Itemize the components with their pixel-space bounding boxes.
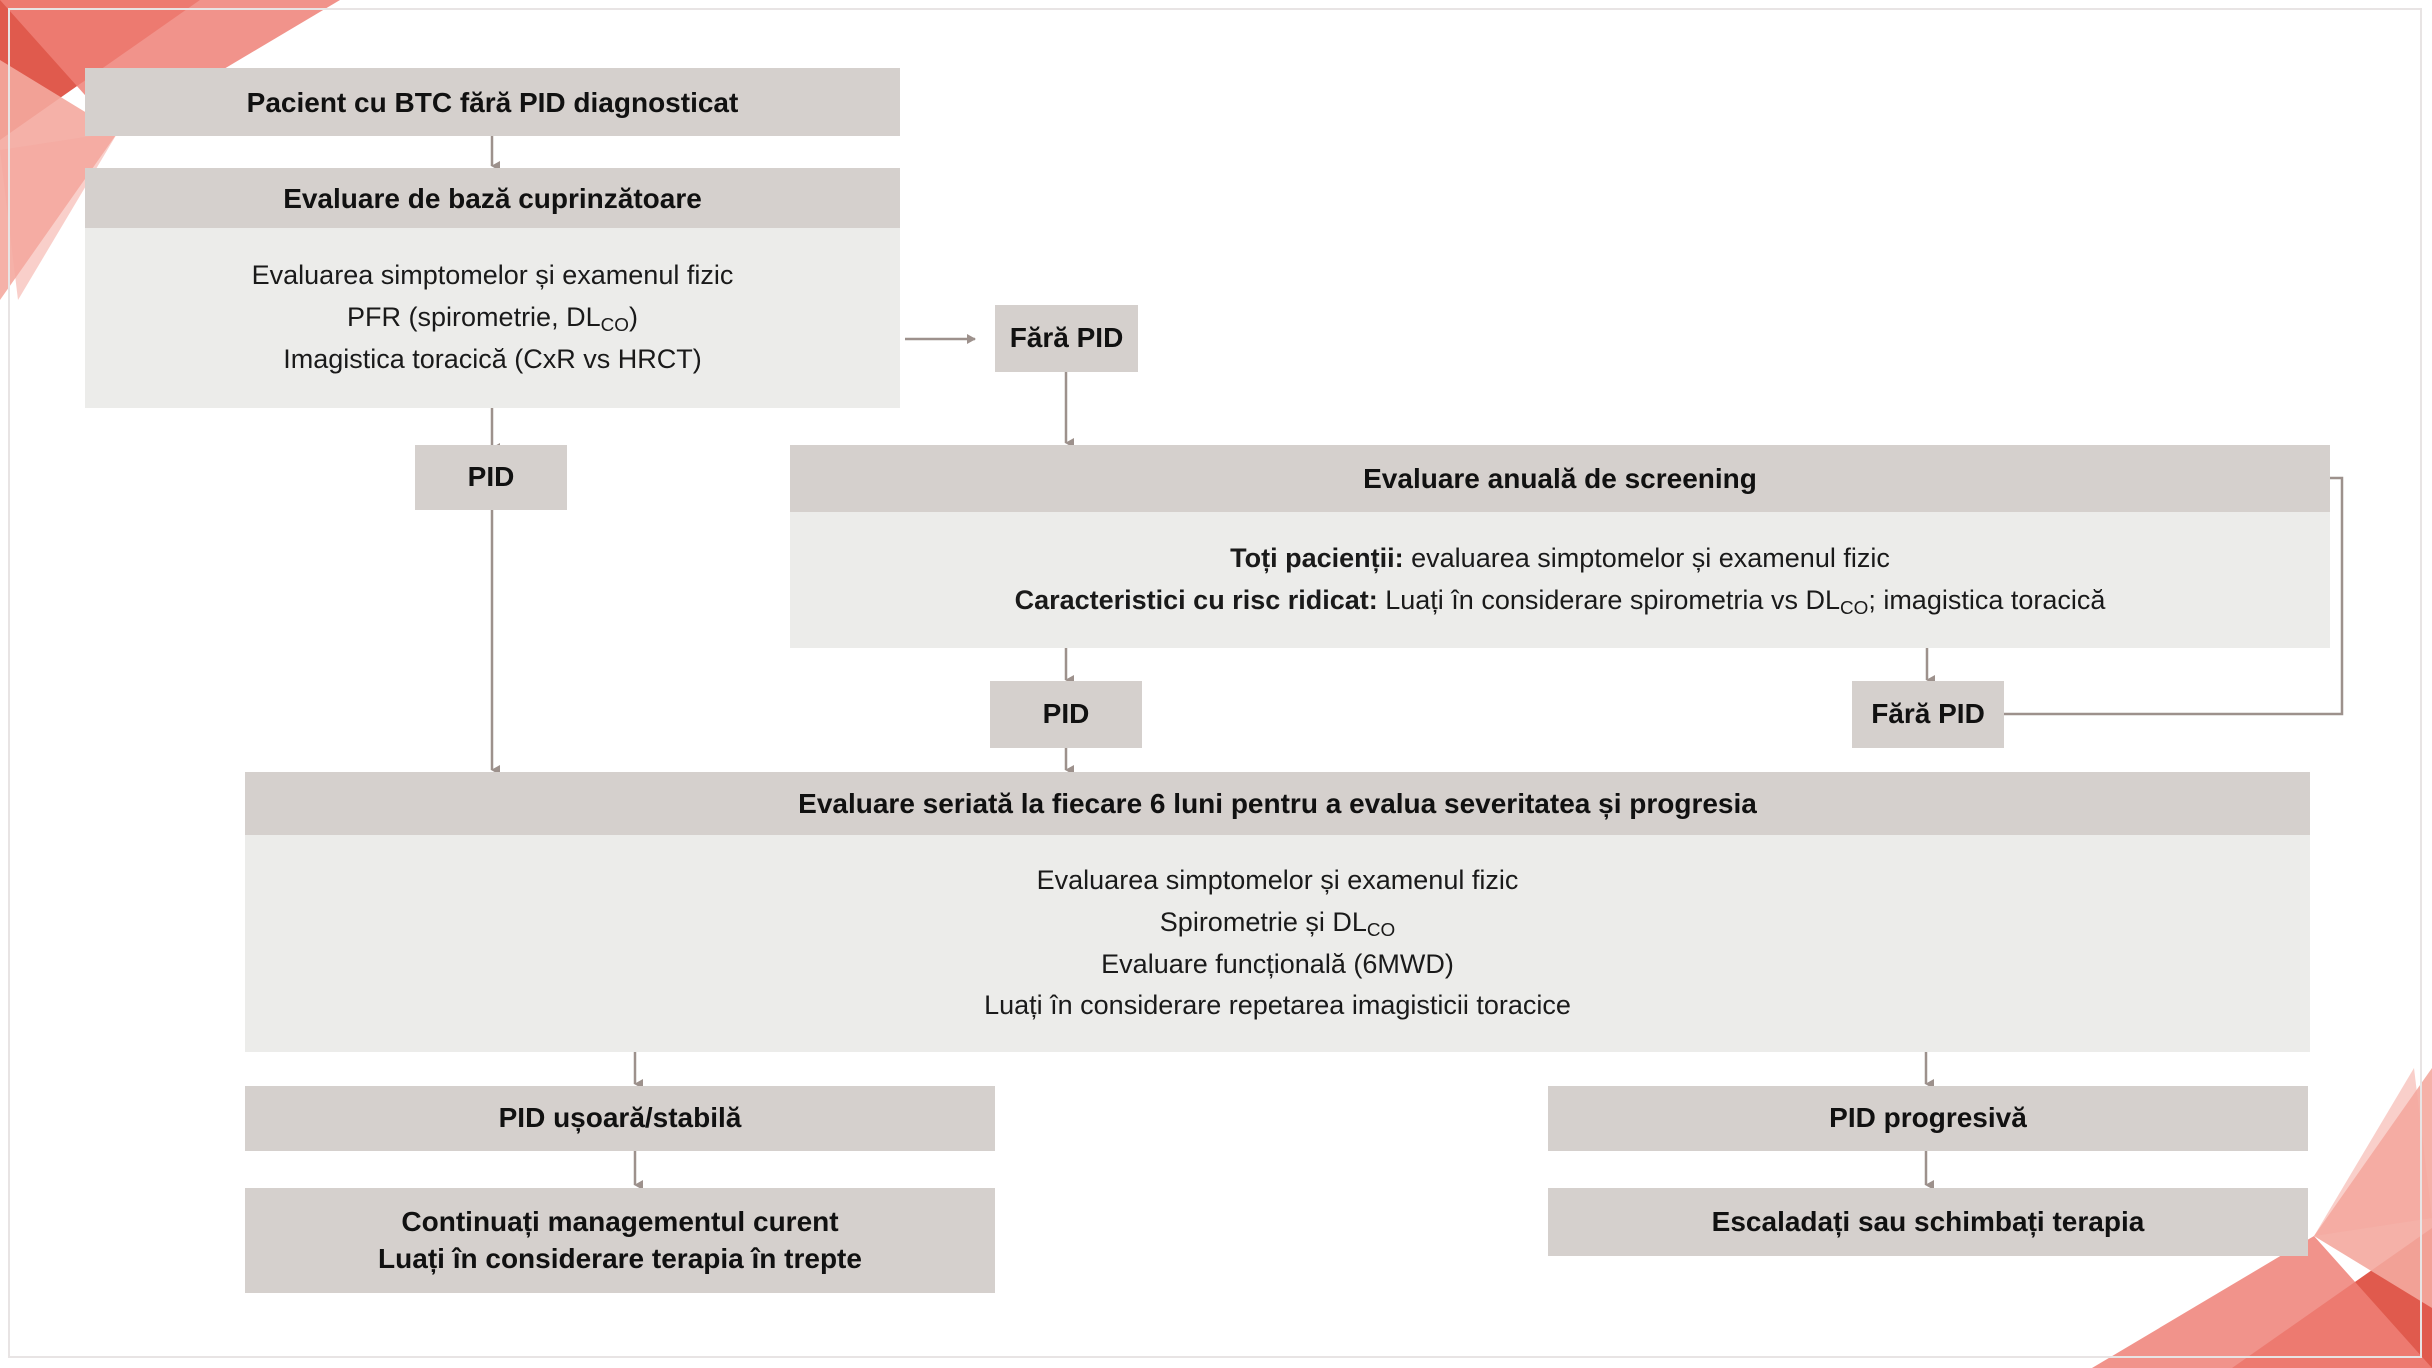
node-ild-1[interactable]: PID [415, 445, 567, 510]
serial-body-line-1: Evaluarea simptomelor și examenul fizic [1036, 864, 1519, 895]
page-border [8, 8, 2422, 1358]
baseline-body-line-1: Evaluarea simptomelor și examenul fizic [251, 260, 734, 291]
annual-body-line-2: Caracteristici cu risc ridicat: Luați în… [1015, 580, 2106, 622]
node-annual-body: Toți pacienții: evaluarea simptomelor și… [790, 512, 2330, 648]
serial-body-line-4: Luați în considerare repetarea imagistic… [984, 990, 1571, 1021]
baseline-line2-pre: PFR (spirometrie, DL [347, 302, 601, 333]
annual-line2-pre: Luați în considerare spirometria vs DL [1377, 585, 1840, 615]
node-patient-header: Pacient cu BTC fără PID diagnosticat [85, 68, 900, 136]
continue-line-2: Luați în considerare terapia în trepte [378, 1242, 862, 1274]
node-no-ild-2[interactable]: Fără PID [1852, 681, 2004, 748]
node-baseline-header: Evaluare de bază cuprinzătoare [85, 168, 900, 228]
node-serial-evaluation[interactable]: Evaluare seriată la fiecare 6 luni pentr… [245, 772, 2310, 1052]
annual-body-line-1: Toți pacienții: evaluarea simptomelor și… [1230, 538, 1890, 580]
annual-line1-rest: evaluarea simptomelor și examenul fizic [1403, 543, 1890, 574]
node-continue-management[interactable]: Continuați managementul curent Luați în … [245, 1188, 995, 1293]
node-annual-header: Evaluare anuală de screening [790, 445, 2330, 512]
baseline-body-line-2: PFR (spirometrie, DLCO) [347, 297, 638, 339]
annual-line2-sub: CO [1839, 598, 1869, 620]
node-escalate-therapy[interactable]: Escaladați sau schimbați terapia [1548, 1188, 2308, 1256]
node-no-ild-1[interactable]: Fără PID [995, 305, 1138, 372]
serial-body-line-2: Spirometrie și DLCO [1160, 902, 1395, 944]
node-mild-stable-ild[interactable]: PID ușoară/stabilă [245, 1086, 995, 1151]
node-serial-body: Evaluarea simptomelor și examenul fizic … [245, 835, 2310, 1052]
node-ild-2[interactable]: PID [990, 681, 1142, 748]
node-serial-header: Evaluare seriată la fiecare 6 luni pentr… [245, 772, 2310, 835]
baseline-line2-post: ) [628, 302, 638, 333]
serial-line2-pre: Spirometrie și DL [1159, 906, 1367, 937]
annual-line2-post: ; imagistica toracică [1868, 585, 2106, 615]
node-annual-screening[interactable]: Evaluare anuală de screening Toți pacien… [790, 445, 2330, 648]
node-baseline-body: Evaluarea simptomelor și examenul fizic … [85, 228, 900, 408]
node-baseline[interactable]: Evaluare de bază cuprinzătoare Evaluarea… [85, 168, 900, 408]
node-progressive-ild[interactable]: PID progresivă [1548, 1086, 2308, 1151]
node-patient[interactable]: Pacient cu BTC fără PID diagnosticat [85, 68, 900, 136]
baseline-body-line-3: Imagistica toracică (CxR vs HRCT) [283, 343, 702, 374]
continue-line-1: Continuați managementul curent [401, 1206, 839, 1238]
annual-line2-lead: Caracteristici cu risc ridicat: [1014, 585, 1378, 615]
serial-body-line-3: Evaluare funcțională (6MWD) [1101, 948, 1454, 979]
serial-line2-sub: CO [1366, 919, 1396, 941]
baseline-line2-sub: CO [600, 315, 629, 337]
annual-line1-lead: Toți pacienții: [1230, 543, 1404, 574]
